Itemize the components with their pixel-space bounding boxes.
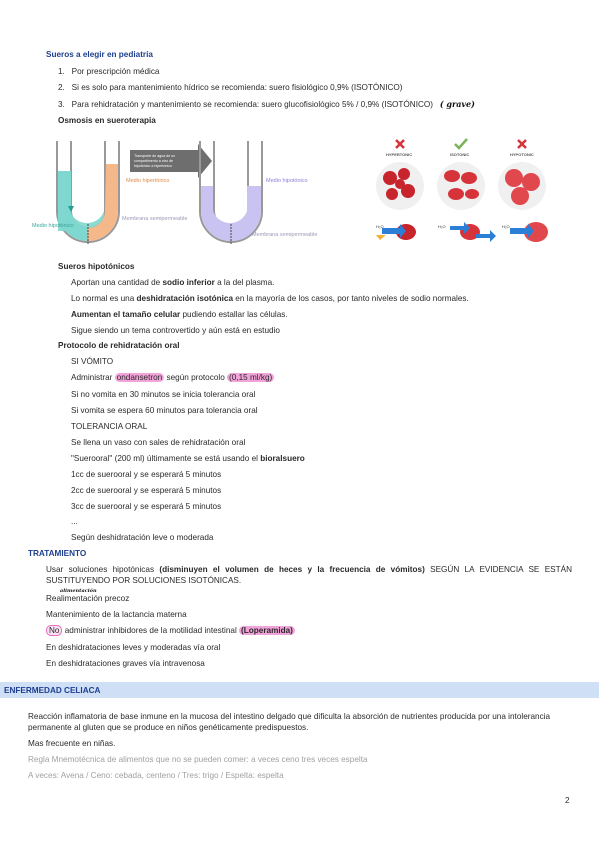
handwritten-note: alimentación [60, 588, 97, 594]
hipotonicos-line: Sigue siendo un tema controvertido y aún… [71, 326, 280, 335]
hipotonicos-title: Sueros hipotónicos [58, 262, 135, 271]
list-item-text: Para rehidratación y mantenimiento se re… [71, 100, 433, 109]
label-hypertonic: HYPERTONIC [386, 152, 413, 157]
svg-text:hipotónico a hipertónico: hipotónico a hipertónico [134, 164, 172, 168]
protocolo-line: Si vomita se espera 60 minutos para tole… [71, 406, 258, 415]
hipotonicos-line: Aumentan el tamaño celular pudiendo esta… [71, 310, 288, 319]
u-tubes-illustration: Transporte de agua de un compartimento a… [56, 141, 263, 244]
label-membrana: Membrana semipermeable [122, 216, 188, 222]
label-isotonic: ISOTONIC [450, 152, 470, 157]
hipotonicos-line: Aportan una cantidad de sodio inferior a… [71, 278, 275, 287]
tratamiento-line: Mantenimiento de la lactancia materna [46, 610, 187, 619]
tratamiento-line: En deshidrataciones leves y moderadas ví… [46, 643, 221, 652]
cross-icon [517, 139, 527, 149]
label-medio-hipotonico: Medio hipotónico [32, 223, 74, 229]
label-membrana-right: Membrana semipermeable [252, 232, 318, 238]
list-item: 2. Si es solo para mantenimiento hídrico… [58, 83, 403, 92]
highlight: (0,15 ml/kg) [227, 373, 275, 382]
list-item-text: Si es solo para mantenimiento hídrico se… [71, 83, 403, 92]
celiaca-mnemonic: Regla Mnemotécnica de alimentos que no s… [28, 755, 368, 764]
protocolo-line: "Suerooral" (200 ml) últimamente se está… [71, 454, 305, 463]
label-h2o: H₂O [438, 224, 446, 229]
osmosis-diagram: Transporte de agua de un compartimento a… [22, 136, 342, 254]
check-icon [454, 138, 468, 150]
label-medio-hipotonico-right: Medio hipotónico [266, 178, 308, 184]
protocolo-line: SI VÓMITO [71, 357, 114, 366]
tratamiento-line: En deshidrataciones graves vía intraveno… [46, 659, 205, 668]
highlight: (Loperamida) [239, 626, 295, 635]
celiaca-paragraph: Reacción inflamatoria de base inmune en … [28, 712, 551, 732]
protocolo-line: Se llena un vaso con sales de rehidratac… [71, 438, 246, 447]
tratamiento-line: Realimentación precoz [46, 594, 130, 603]
highlight: No [46, 625, 63, 636]
celiaca-title: ENFERMEDAD CELIACA [4, 686, 101, 695]
protocolo-title: Protocolo de rehidratación oral [58, 341, 180, 350]
svg-text:Transporte de agua de un: Transporte de agua de un [134, 154, 175, 158]
label-h2o: H₂O [502, 224, 510, 229]
celiaca-mnemonic: A veces: Avena / Ceno: cebada, centeno /… [28, 771, 284, 780]
list-item: 3. Para rehidratación y mantenimiento se… [58, 99, 475, 109]
list-item-text: Por prescripción médica [71, 67, 160, 76]
hipotonicos-line: Lo normal es una deshidratación isotónic… [71, 294, 469, 303]
protocolo-line: Administrar ondansetron según protocolo … [71, 373, 275, 382]
protocolo-line: Según deshidratación leve o moderada [71, 533, 214, 542]
cross-icon [395, 139, 405, 149]
list-item: 1. Por prescripción médica [58, 67, 160, 76]
protocolo-line: 1cc de suerooral y se esperará 5 minutos [71, 470, 222, 479]
protocolo-line: 3cc de suerooral y se esperará 5 minutos [71, 502, 222, 511]
tratamiento-line: No administrar inhibidores de la motilid… [46, 625, 295, 636]
protocolo-line: TOLERANCIA ORAL [71, 422, 148, 431]
highlight: ondansetron [114, 373, 165, 382]
label-hypotonic: HYPOTONIC [510, 152, 534, 157]
handwritten-note: ( grave) [439, 99, 475, 109]
protocolo-line: ... [71, 517, 78, 526]
osmosis-title: Osmosis en sueroterapia [58, 116, 156, 125]
page-number: 2 [565, 796, 570, 805]
blood-cells-illustration: HYPERTONIC ISOTONIC HYPOTONIC H₂O H₂O H₂… [372, 136, 557, 248]
label-medio-hipertonico: Medio hipertónico [126, 178, 170, 184]
celiaca-line: Mas frecuente en niñas. [28, 739, 116, 748]
tratamiento-title: TRATAMIENTO [28, 549, 87, 558]
tratamiento-paragraph: Usar soluciones hipotónicas (disminuyen … [46, 565, 572, 585]
section-title: Sueros a elegir en pediatría [46, 50, 153, 59]
protocolo-line: 2cc de suerooral y se esperará 5 minutos [71, 486, 222, 495]
protocolo-line: Si no vomita en 30 minutos se inicia tol… [71, 390, 256, 399]
svg-text:compartimento a otro de: compartimento a otro de [134, 159, 173, 163]
label-h2o: H₂O [376, 224, 384, 229]
section-banner [0, 682, 599, 698]
